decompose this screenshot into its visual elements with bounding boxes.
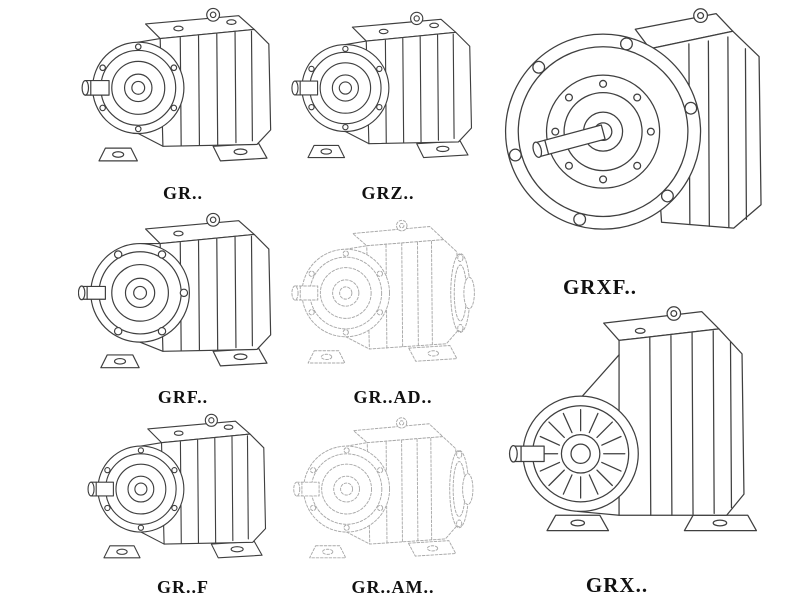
catalog-item-gr-ad: GR..AD.. xyxy=(288,208,498,408)
catalog-item-grx: GRX.. xyxy=(493,302,797,598)
gearbox-drawing-gr-ad xyxy=(288,208,498,385)
gearbox-drawing-grx xyxy=(493,302,797,571)
model-label-gr-ad: GR..AD.. xyxy=(353,387,433,407)
catalog-item-grf: GRF.. xyxy=(78,208,288,408)
gearbox-drawing-gr-f xyxy=(78,410,288,575)
model-label-gr-am: GR..AM.. xyxy=(351,577,435,597)
gearbox-drawing-gr-am xyxy=(288,410,498,575)
model-label-grx: GRX.. xyxy=(585,573,649,597)
gearbox-drawing-grf xyxy=(78,208,288,385)
model-label-grxf: GRXF.. xyxy=(562,275,638,299)
catalog-item-gr: GR.. xyxy=(78,2,288,204)
gearbox-drawing-grz xyxy=(288,2,488,181)
model-label-grz: GRZ.. xyxy=(361,183,415,203)
model-label-gr-f: GR..F xyxy=(157,577,209,597)
catalog-item-gr-f: GR..F xyxy=(78,410,288,598)
catalog-item-gr-am: GR..AM.. xyxy=(288,410,498,598)
catalog-item-grz: GRZ.. xyxy=(288,2,488,204)
model-label-grf: GRF.. xyxy=(157,387,209,407)
model-label-gr: GR.. xyxy=(163,183,203,203)
gearbox-drawing-gr xyxy=(78,2,288,181)
catalog-item-grxf: GRXF.. xyxy=(493,0,797,300)
gearbox-drawing-grxf xyxy=(493,0,797,273)
